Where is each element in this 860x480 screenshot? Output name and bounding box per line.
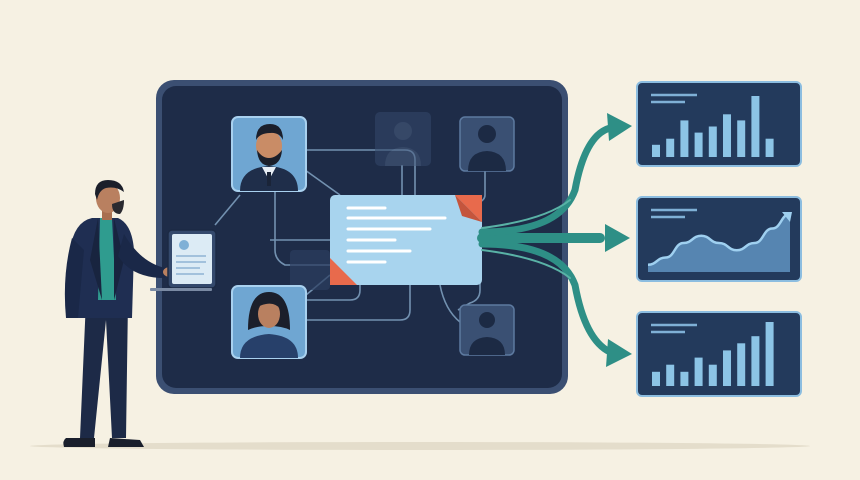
mini-bar — [694, 357, 703, 386]
arrow-heads — [605, 113, 632, 367]
mini-bar — [765, 322, 774, 386]
mini-bar — [694, 132, 703, 157]
avatar-faded — [375, 112, 431, 166]
mini-bar — [765, 138, 774, 157]
mini-bar — [680, 371, 689, 386]
chart-panel-area — [636, 196, 802, 282]
avatar-dark-bottom — [459, 304, 515, 356]
mini-bar — [751, 336, 760, 386]
mini-bar — [737, 343, 746, 386]
mini-bar — [708, 364, 717, 386]
mini-bar — [680, 120, 689, 157]
flow-arrows — [477, 124, 614, 356]
tablet-device — [150, 229, 217, 291]
mini-bar — [737, 120, 746, 157]
ground-shadow — [30, 442, 810, 450]
mini-bar — [723, 114, 731, 157]
avatar-dark-top — [459, 116, 515, 172]
document-card — [330, 195, 482, 285]
chart-panel-bars-bottom — [636, 311, 802, 397]
mini-bar — [666, 138, 675, 157]
mini-bar — [708, 126, 717, 157]
mini-bar — [723, 350, 731, 386]
mini-bar — [751, 96, 760, 157]
chart-panel-bars-top — [636, 81, 802, 167]
mini-bar — [652, 144, 660, 157]
mini-bar — [666, 364, 675, 386]
avatar-man — [231, 116, 307, 192]
mini-bar — [652, 371, 660, 386]
faded-node — [290, 250, 330, 290]
avatar-woman — [231, 285, 307, 359]
